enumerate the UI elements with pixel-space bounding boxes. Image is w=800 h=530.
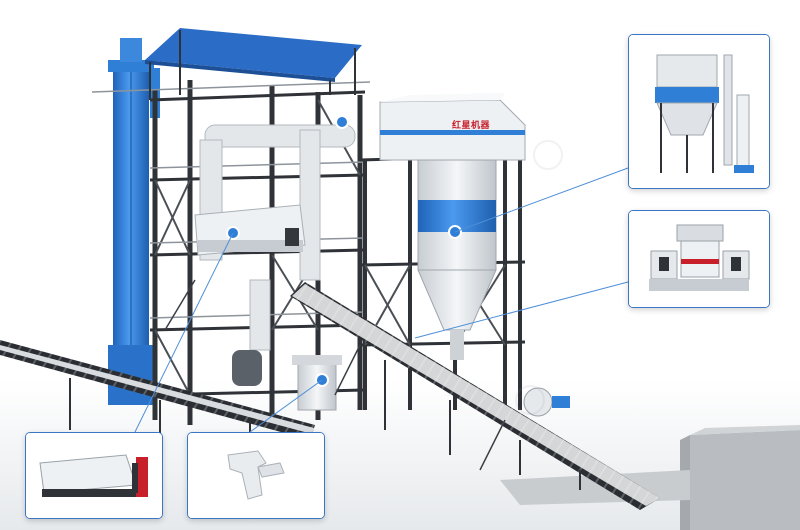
roof-canopy [145,28,362,100]
hotspot-marker[interactable] [335,115,349,129]
leader-lines [134,167,629,433]
callout-vibrating-screen[interactable] [25,432,163,519]
top-enclosure [379,93,526,161]
callout-dust-collector[interactable] [628,34,770,189]
vibrating-screen-unit [194,204,306,256]
vsi-crusher-unit [232,350,342,411]
conveyor-main [290,282,660,510]
impeller-part-icon [188,433,324,518]
conveyor-left [0,340,315,445]
watermark [515,140,563,415]
stairway [164,279,506,471]
vibrating-screen-icon [26,433,162,518]
induced-draft-fan [523,387,570,417]
powder-separator [417,159,497,360]
callout-impeller-part[interactable] [187,432,325,519]
callout-vsi-crusher[interactable] [628,210,770,308]
vsi-crusher-icon [629,211,769,307]
brand-logo: 红星机器 [452,121,491,131]
dust-collector-icon [629,35,769,188]
bucket-elevator [108,38,160,405]
